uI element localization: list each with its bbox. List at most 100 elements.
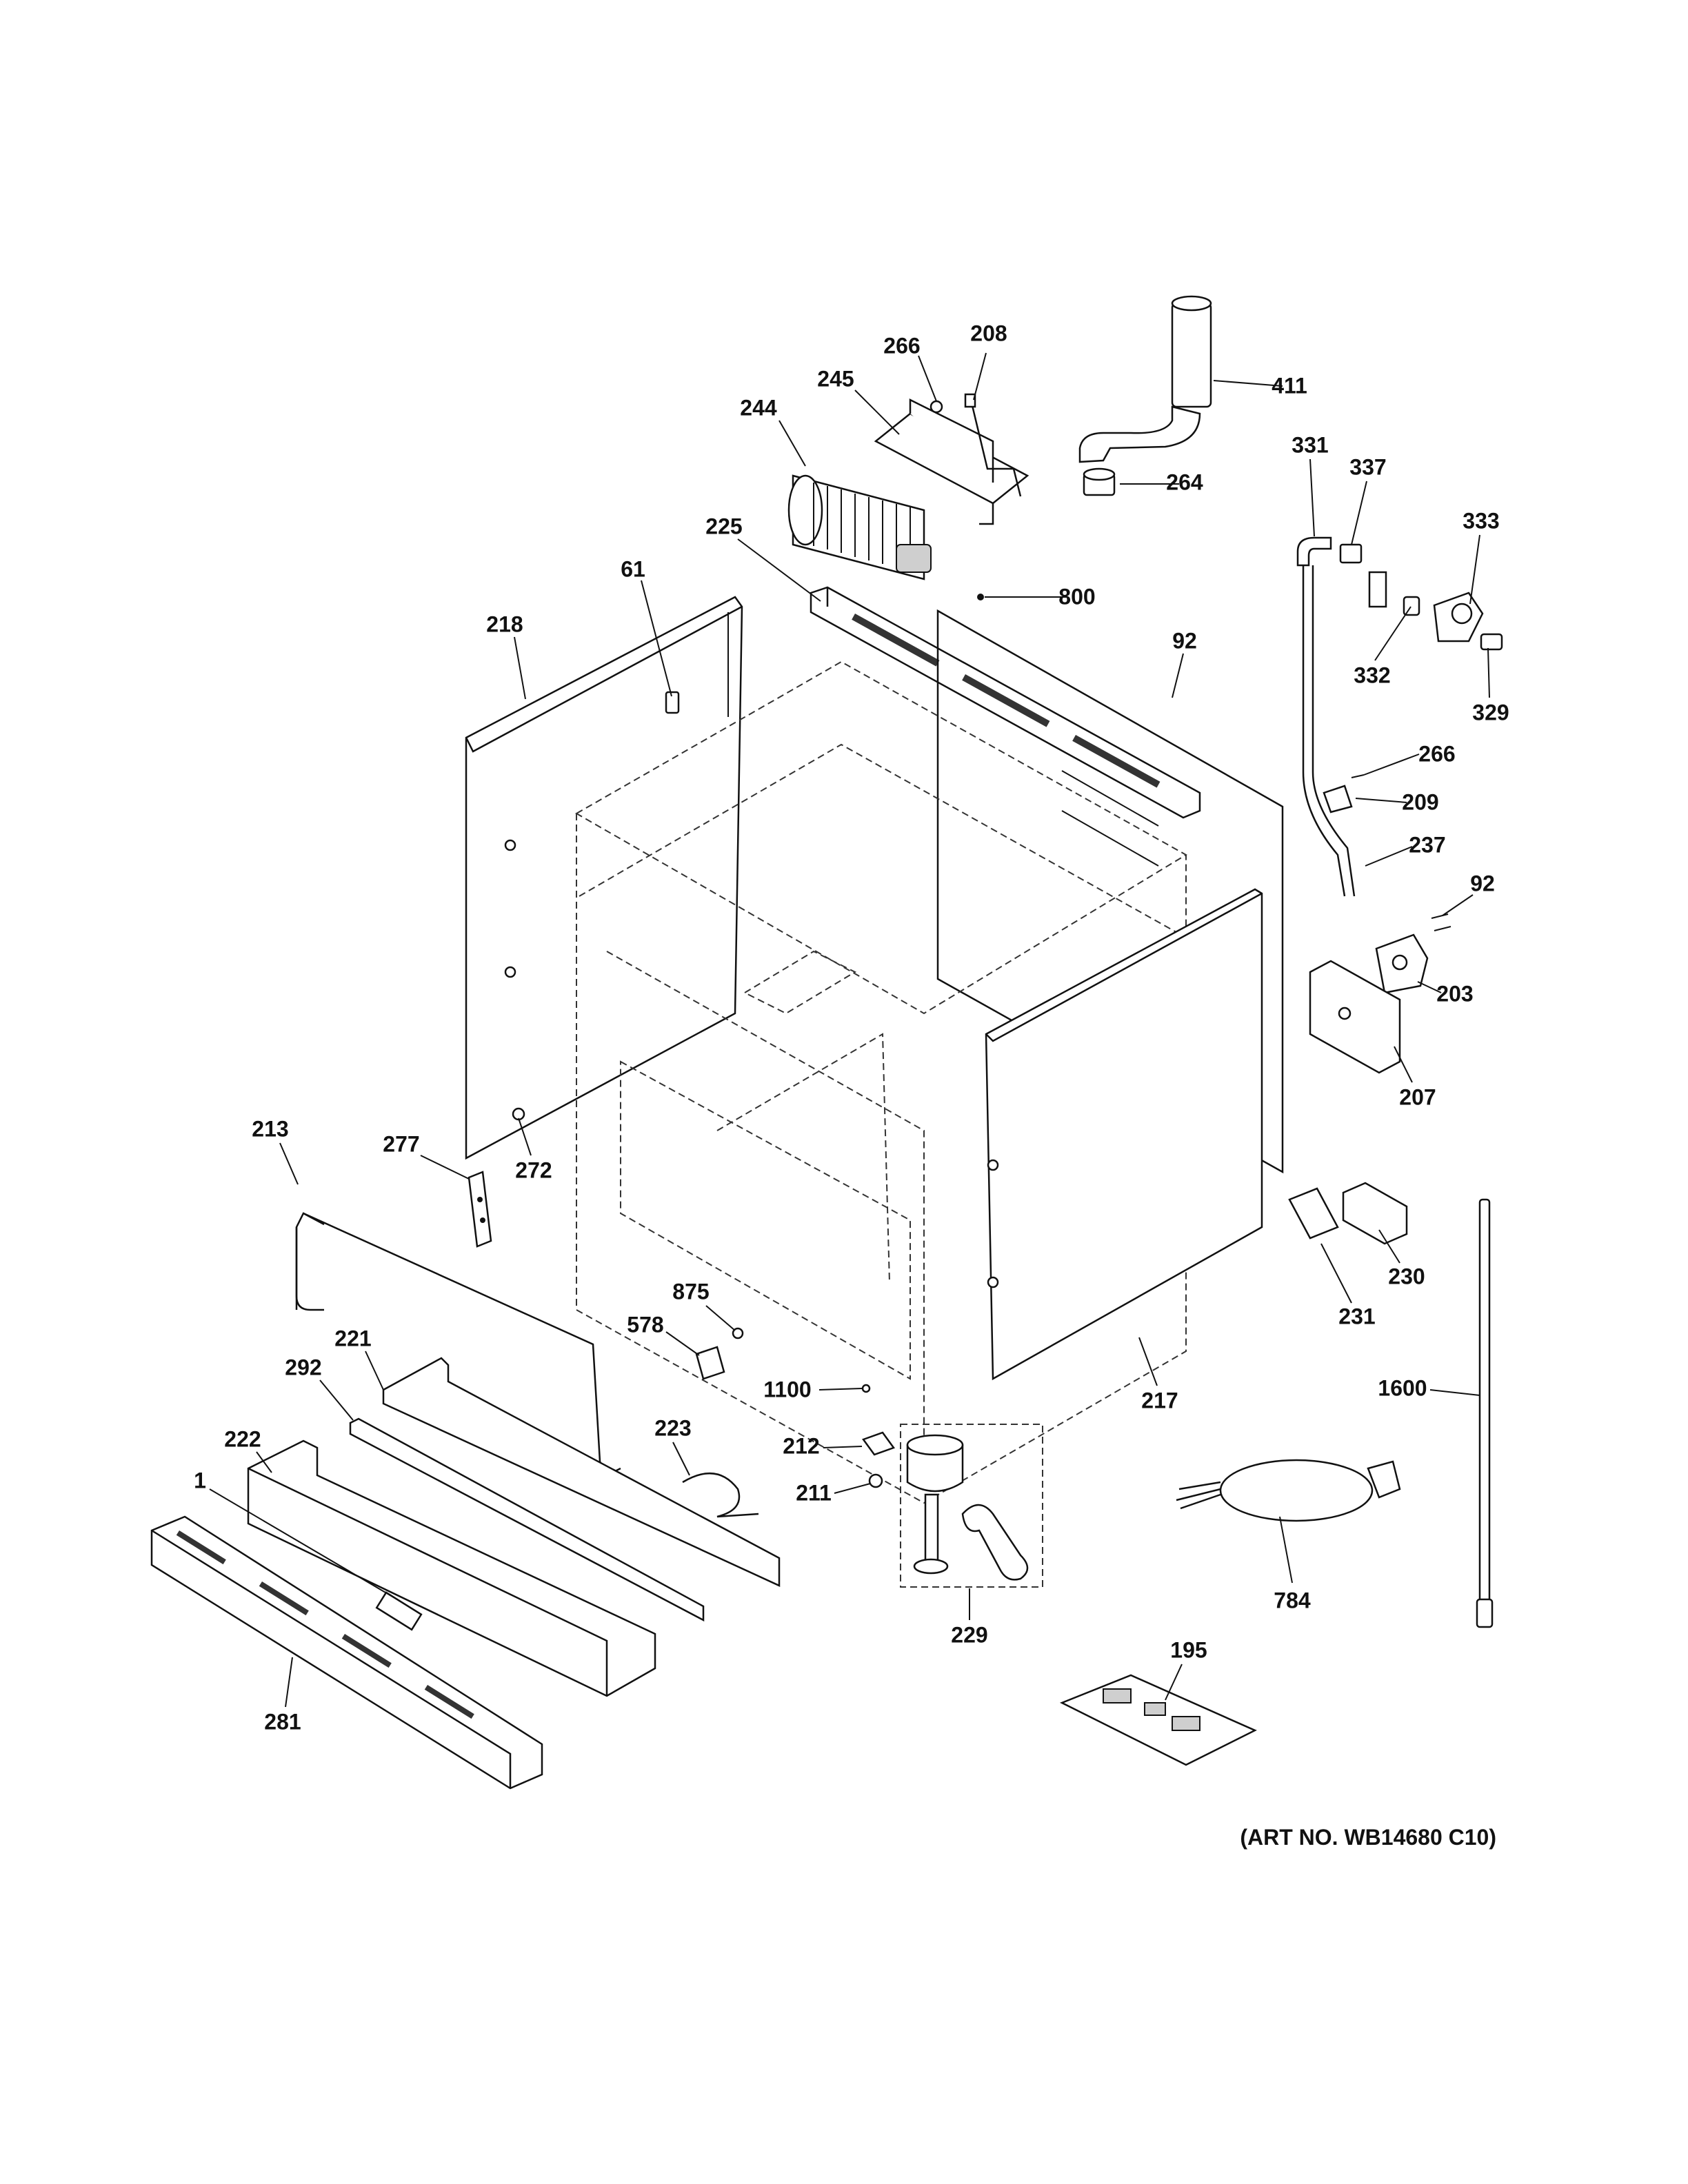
leader-c203: [1417, 981, 1442, 993]
part-217-right-panel: [985, 888, 1263, 1381]
callout-label-c92b: 92: [1470, 871, 1495, 896]
part-212-clip: [862, 1431, 895, 1456]
part-195-control-board: [1059, 1674, 1257, 1766]
callout-label-c264: 264: [1166, 469, 1203, 494]
part-800-fastener: [977, 594, 984, 600]
leader-c266b: [1363, 754, 1420, 776]
callout-label-c217: 217: [1141, 1388, 1178, 1413]
leader-c266a: [918, 355, 937, 402]
leader-c411: [1213, 380, 1283, 387]
part-225-vent-duct: [810, 586, 1201, 819]
callout-label-c195: 195: [1170, 1637, 1207, 1662]
callout-label-c1600: 1600: [1378, 1375, 1427, 1400]
part-208-sensor: [964, 393, 1022, 497]
leader-c92b: [1442, 894, 1474, 916]
callout-label-c784: 784: [1274, 1588, 1311, 1612]
part-281-bottom-grille: [150, 1515, 543, 1790]
part-211-screw: [868, 1473, 883, 1488]
callout-label-c266a: 266: [883, 333, 920, 358]
leader-c337: [1351, 481, 1367, 545]
leader-c1100: [818, 1388, 863, 1391]
leader-c272: [518, 1118, 532, 1156]
leader-c784: [1279, 1516, 1293, 1584]
callout-label-c411: 411: [1272, 373, 1307, 398]
leader-c292: [319, 1379, 354, 1421]
part-92-screws: [1431, 913, 1451, 931]
leader-c331: [1309, 458, 1315, 537]
callout-label-c207: 207: [1399, 1084, 1436, 1109]
part-218-left-panel: [465, 596, 743, 1160]
callout-label-c281: 281: [264, 1709, 301, 1734]
callout-label-c229: 229: [951, 1622, 987, 1647]
part-back-panel: [936, 609, 1284, 1174]
callout-label-c332: 332: [1354, 663, 1390, 687]
callout-label-c1: 1: [194, 1468, 206, 1493]
leader-c1: [209, 1488, 398, 1600]
callout-label-c223: 223: [654, 1415, 691, 1440]
callout-label-c331: 331: [1292, 432, 1328, 457]
leader-c61: [641, 580, 672, 697]
leader-c211: [834, 1483, 871, 1494]
leader-c213: [279, 1142, 299, 1185]
callout-label-c208: 208: [970, 321, 1007, 345]
callout-label-c203: 203: [1436, 981, 1473, 1006]
callout-label-c292: 292: [285, 1355, 321, 1379]
callout-label-c92a: 92: [1172, 628, 1197, 653]
leader-c207: [1394, 1046, 1413, 1083]
leader-c221: [365, 1351, 384, 1391]
leader-c281: [285, 1657, 293, 1708]
part-337-bracket: [1339, 543, 1387, 608]
part-578-cap: [695, 1346, 725, 1380]
part-329-fitting: [1480, 633, 1503, 651]
part-331-elbow: [1296, 536, 1332, 567]
callout-label-c272: 272: [515, 1157, 552, 1182]
part-277-hinge: [468, 1171, 492, 1248]
callout-label-c266b: 266: [1418, 741, 1455, 766]
leader-c222: [256, 1451, 272, 1473]
callout-label-c277: 277: [383, 1131, 419, 1156]
part-332-fitting: [1403, 596, 1420, 616]
part-223-clip: [682, 1472, 759, 1518]
callout-label-c222: 222: [224, 1426, 261, 1451]
part-292-trim-strip: [349, 1417, 705, 1622]
callout-label-c209: 209: [1402, 789, 1438, 814]
part-209-clamp: [1323, 785, 1353, 813]
callout-label-c875: 875: [672, 1279, 709, 1304]
leader-c1600: [1429, 1389, 1480, 1396]
leader-c333: [1469, 534, 1480, 605]
leader-c225: [737, 538, 821, 602]
part-784-power-cord: [1176, 1459, 1401, 1522]
leader-c195: [1165, 1664, 1183, 1701]
art-number: (ART NO. WB14680 C10): [1240, 1825, 1496, 1850]
part-203-valve: [1375, 933, 1429, 994]
part-266-screw-top: [930, 400, 943, 414]
leader-c329: [1487, 647, 1490, 698]
callout-label-c337: 337: [1349, 454, 1386, 479]
callout-label-c329: 329: [1472, 700, 1509, 725]
part-221-top-trim: [382, 1357, 781, 1587]
leader-c244: [778, 420, 806, 467]
leader-c223: [672, 1442, 690, 1476]
part-244-blower: [787, 474, 932, 580]
callout-label-c221: 221: [334, 1326, 371, 1351]
part-237-gas-pipe: [1302, 565, 1356, 897]
callout-label-c578: 578: [627, 1312, 663, 1337]
callout-label-c218: 218: [486, 611, 523, 636]
part-230-bracket: [1342, 1182, 1408, 1245]
part-875-screw: [732, 1327, 744, 1339]
leader-c875: [705, 1305, 736, 1331]
callout-label-c231: 231: [1338, 1304, 1375, 1328]
leader-c230: [1378, 1229, 1400, 1264]
leader-c237: [1365, 846, 1413, 867]
callout-label-c225: 225: [705, 514, 742, 538]
callout-label-c230: 230: [1388, 1264, 1425, 1288]
part-411-vent-tube: [1078, 295, 1212, 463]
leader-c208: [973, 352, 987, 401]
callout-label-c61: 61: [621, 556, 645, 581]
callout-label-c245: 245: [817, 366, 854, 391]
part-333-regulator: [1433, 592, 1484, 643]
callout-label-c212: 212: [783, 1433, 819, 1458]
leader-c92a: [1172, 653, 1184, 698]
leader-c578: [665, 1331, 700, 1356]
